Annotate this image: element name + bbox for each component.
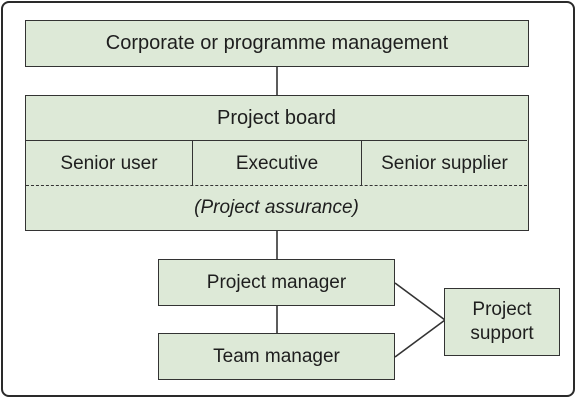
connector-team-support [394,319,446,358]
corporate-management-box: Corporate or programme management [25,20,529,67]
role-senior-supplier: Senior supplier [381,153,508,174]
role-divider-1 [192,141,193,186]
project-manager-box: Project manager [158,259,395,306]
team-manager-box: Team manager [158,333,395,380]
team-manager-label: Team manager [213,345,340,367]
role-executive: Executive [235,153,319,174]
project-support-box: Project support [444,288,560,356]
project-support-line-1: Project [472,299,532,320]
project-manager-label: Project manager [206,271,347,293]
board-divider [26,140,527,141]
assurance-dashed-divider [26,185,527,186]
connector-manager-support [394,282,446,321]
role-divider-2 [361,141,362,186]
project-assurance-label: (Project assurance) [194,197,359,218]
project-board-title: Project board [217,107,336,129]
project-support-line-2: support [470,323,534,344]
corporate-management-label: Corporate or programme management [105,32,449,54]
role-senior-user: Senior user [60,153,158,174]
project-board-box: Project board Senior user Executive Seni… [25,95,529,231]
